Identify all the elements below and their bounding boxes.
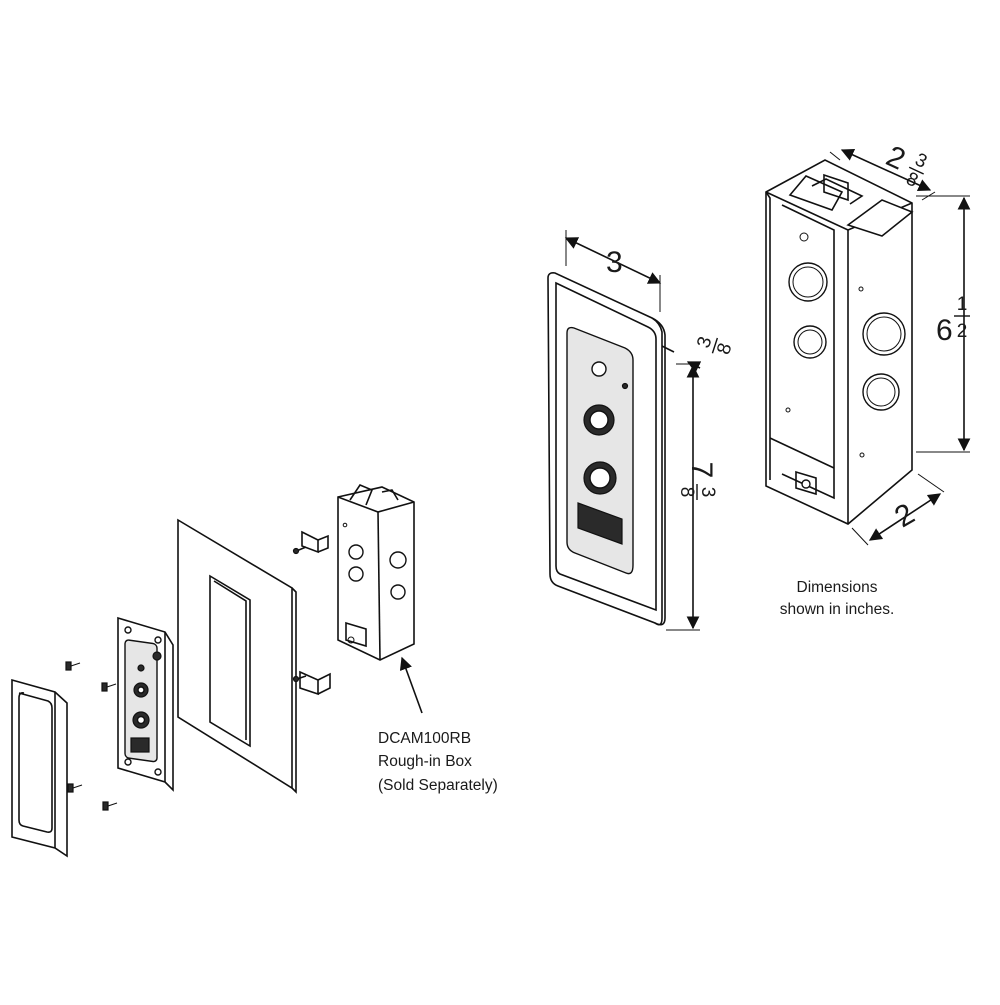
exploded-view	[11, 484, 423, 858]
svg-text:1: 1	[957, 294, 968, 315]
wall-plate	[177, 518, 297, 794]
camera-unit-exploded	[117, 616, 174, 792]
rough-in-box-exploded	[337, 484, 415, 661]
mounting-screws	[65, 661, 118, 811]
svg-text:2: 2	[957, 321, 968, 342]
callout-arrow	[399, 656, 423, 714]
plate-height-value: 7 3 8	[676, 462, 718, 500]
plate-depth-dimension	[661, 345, 702, 373]
svg-text:8: 8	[903, 168, 921, 192]
plate-width-dimension	[564, 230, 662, 312]
plate-depth-value: 3 8	[693, 334, 736, 358]
camera-front-view	[547, 272, 666, 626]
box-height-value: 6 1 2	[936, 294, 970, 347]
svg-text:2: 2	[881, 140, 910, 177]
rough-in-box-view	[765, 159, 914, 525]
svg-text:6: 6	[936, 314, 953, 347]
mounting-clip-bottom	[292, 670, 331, 696]
svg-text:7: 7	[685, 462, 718, 479]
rough-in-note-label: (Sold Separately)	[378, 777, 498, 794]
rough-in-name-label: Rough-in Box	[378, 753, 472, 770]
plate-width-value: 3	[606, 246, 623, 279]
box-width-dimension	[851, 473, 945, 546]
svg-text:8: 8	[676, 487, 697, 498]
mounting-clip-top	[292, 530, 329, 555]
dimensions-note-line1: Dimensions	[797, 579, 878, 596]
box-width-value: 2	[889, 497, 920, 534]
svg-text:3: 3	[697, 487, 718, 498]
rough-in-model-label: DCAM100RB	[378, 730, 471, 747]
dimensions-note-line2: shown in inches.	[780, 601, 895, 618]
svg-text:8: 8	[713, 341, 736, 358]
box-depth-value: 2 3 8	[881, 140, 930, 192]
plate-height-dimension	[666, 363, 700, 631]
box-height-dimension	[916, 195, 971, 453]
trim-cover-plate	[11, 678, 68, 858]
